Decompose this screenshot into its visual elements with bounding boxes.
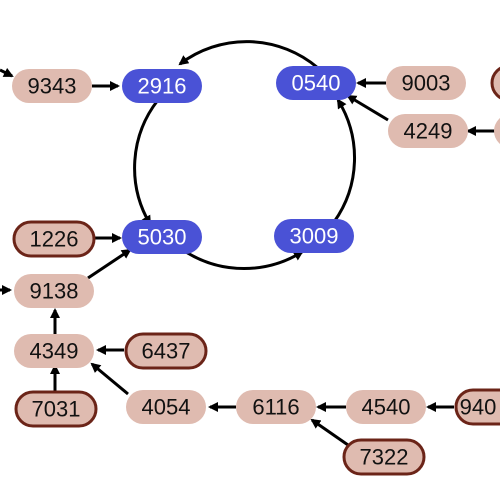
node-label: 940 xyxy=(460,395,497,420)
edge-0540-2916 xyxy=(178,40,319,70)
node-2916[interactable]: 2916 xyxy=(122,69,202,103)
node-label: 9138 xyxy=(30,279,79,304)
edge-4054-4349 xyxy=(90,362,129,396)
edge-2916-5030 xyxy=(133,99,160,226)
edge-9138-5030 xyxy=(87,248,132,280)
edge-5030-3009 xyxy=(185,250,304,271)
node-label: 0540 xyxy=(292,71,341,96)
node-label: 5030 xyxy=(138,225,187,250)
node-4540[interactable]: 4540 xyxy=(346,390,426,424)
node-label: 2916 xyxy=(138,74,187,99)
node-offscreen-right-mid xyxy=(494,118,500,144)
node-label: 4349 xyxy=(30,339,79,364)
node-7322[interactable]: 7322 xyxy=(342,438,426,476)
node-3009[interactable]: 3009 xyxy=(274,219,354,253)
edge-3009-0540 xyxy=(332,98,357,223)
node-label: 7031 xyxy=(32,397,81,422)
node-label: 1226 xyxy=(30,227,79,252)
node-9138[interactable]: 9138 xyxy=(14,274,94,308)
node-6437[interactable]: 6437 xyxy=(124,332,208,370)
node-7031[interactable]: 7031 xyxy=(14,390,98,428)
node-5030[interactable]: 5030 xyxy=(122,220,202,254)
node-label: 7322 xyxy=(360,445,409,470)
node-label: 3009 xyxy=(290,224,339,249)
edge-offscreen-9343 xyxy=(0,67,14,78)
node-4349[interactable]: 4349 xyxy=(14,334,94,368)
node-label: 4540 xyxy=(362,395,411,420)
node-940x[interactable]: 940 xyxy=(454,388,500,426)
node-label: 6437 xyxy=(142,339,191,364)
node-label: 4249 xyxy=(404,119,453,144)
node-9003[interactable]: 9003 xyxy=(386,66,466,100)
node-label: 9343 xyxy=(28,74,77,99)
cycle-edges xyxy=(133,40,357,271)
edge-7322-6116 xyxy=(310,418,349,447)
node-label: 4054 xyxy=(142,395,191,420)
node-1226[interactable]: 1226 xyxy=(12,220,96,258)
node-6116[interactable]: 6116 xyxy=(236,390,316,424)
node-0540[interactable]: 0540 xyxy=(276,66,356,100)
node-label: 6116 xyxy=(252,395,299,420)
node-4249[interactable]: 4249 xyxy=(388,114,468,148)
node-offscreen-right-top xyxy=(490,66,500,100)
node-label: 9003 xyxy=(402,71,451,96)
node-9343[interactable]: 9343 xyxy=(12,69,92,103)
tree-edges xyxy=(0,67,500,447)
node-4054[interactable]: 4054 xyxy=(126,390,206,424)
edge-4249-0540 xyxy=(346,94,389,122)
